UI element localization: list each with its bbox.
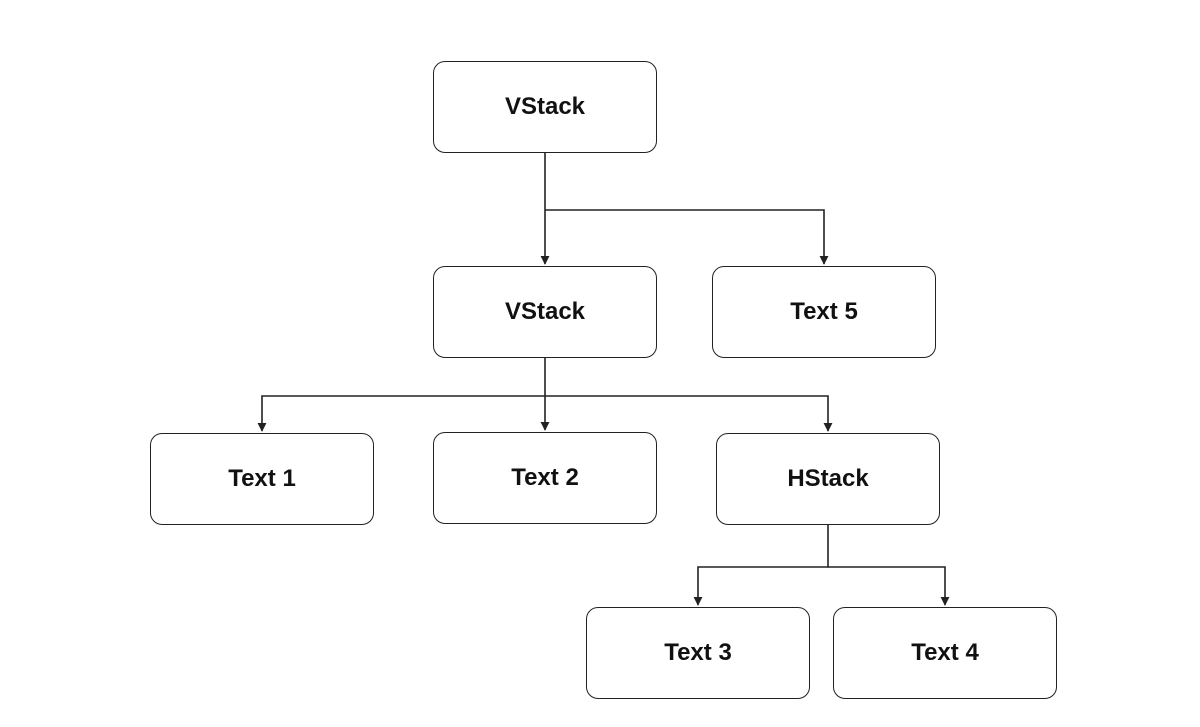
- node-label: Text 5: [790, 298, 858, 325]
- node-label: Text 4: [911, 639, 979, 666]
- node-child-vstack: VStack: [433, 266, 657, 358]
- edge-vstack-to-text1: [257, 395, 545, 432]
- edge-root-to-text5: [545, 209, 829, 265]
- node-text2: Text 2: [433, 432, 657, 524]
- node-text5: Text 5: [712, 266, 936, 358]
- node-label: VStack: [504, 93, 586, 120]
- node-root-vstack: VStack: [433, 61, 657, 153]
- edge-vstack-to-hstack: [545, 395, 833, 432]
- node-text3: Text 3: [586, 607, 810, 699]
- node-label: VStack: [504, 298, 586, 325]
- node-label: Text 1: [228, 465, 296, 492]
- edge-hstack-to-text3: [693, 525, 829, 606]
- edge-hstack-to-text4: [828, 566, 950, 606]
- node-label: HStack: [787, 465, 869, 492]
- node-label: Text 3: [664, 639, 732, 666]
- node-text1: Text 1: [150, 433, 374, 525]
- node-text4: Text 4: [833, 607, 1057, 699]
- node-label: Text 2: [511, 464, 579, 491]
- node-hstack: HStack: [716, 433, 940, 525]
